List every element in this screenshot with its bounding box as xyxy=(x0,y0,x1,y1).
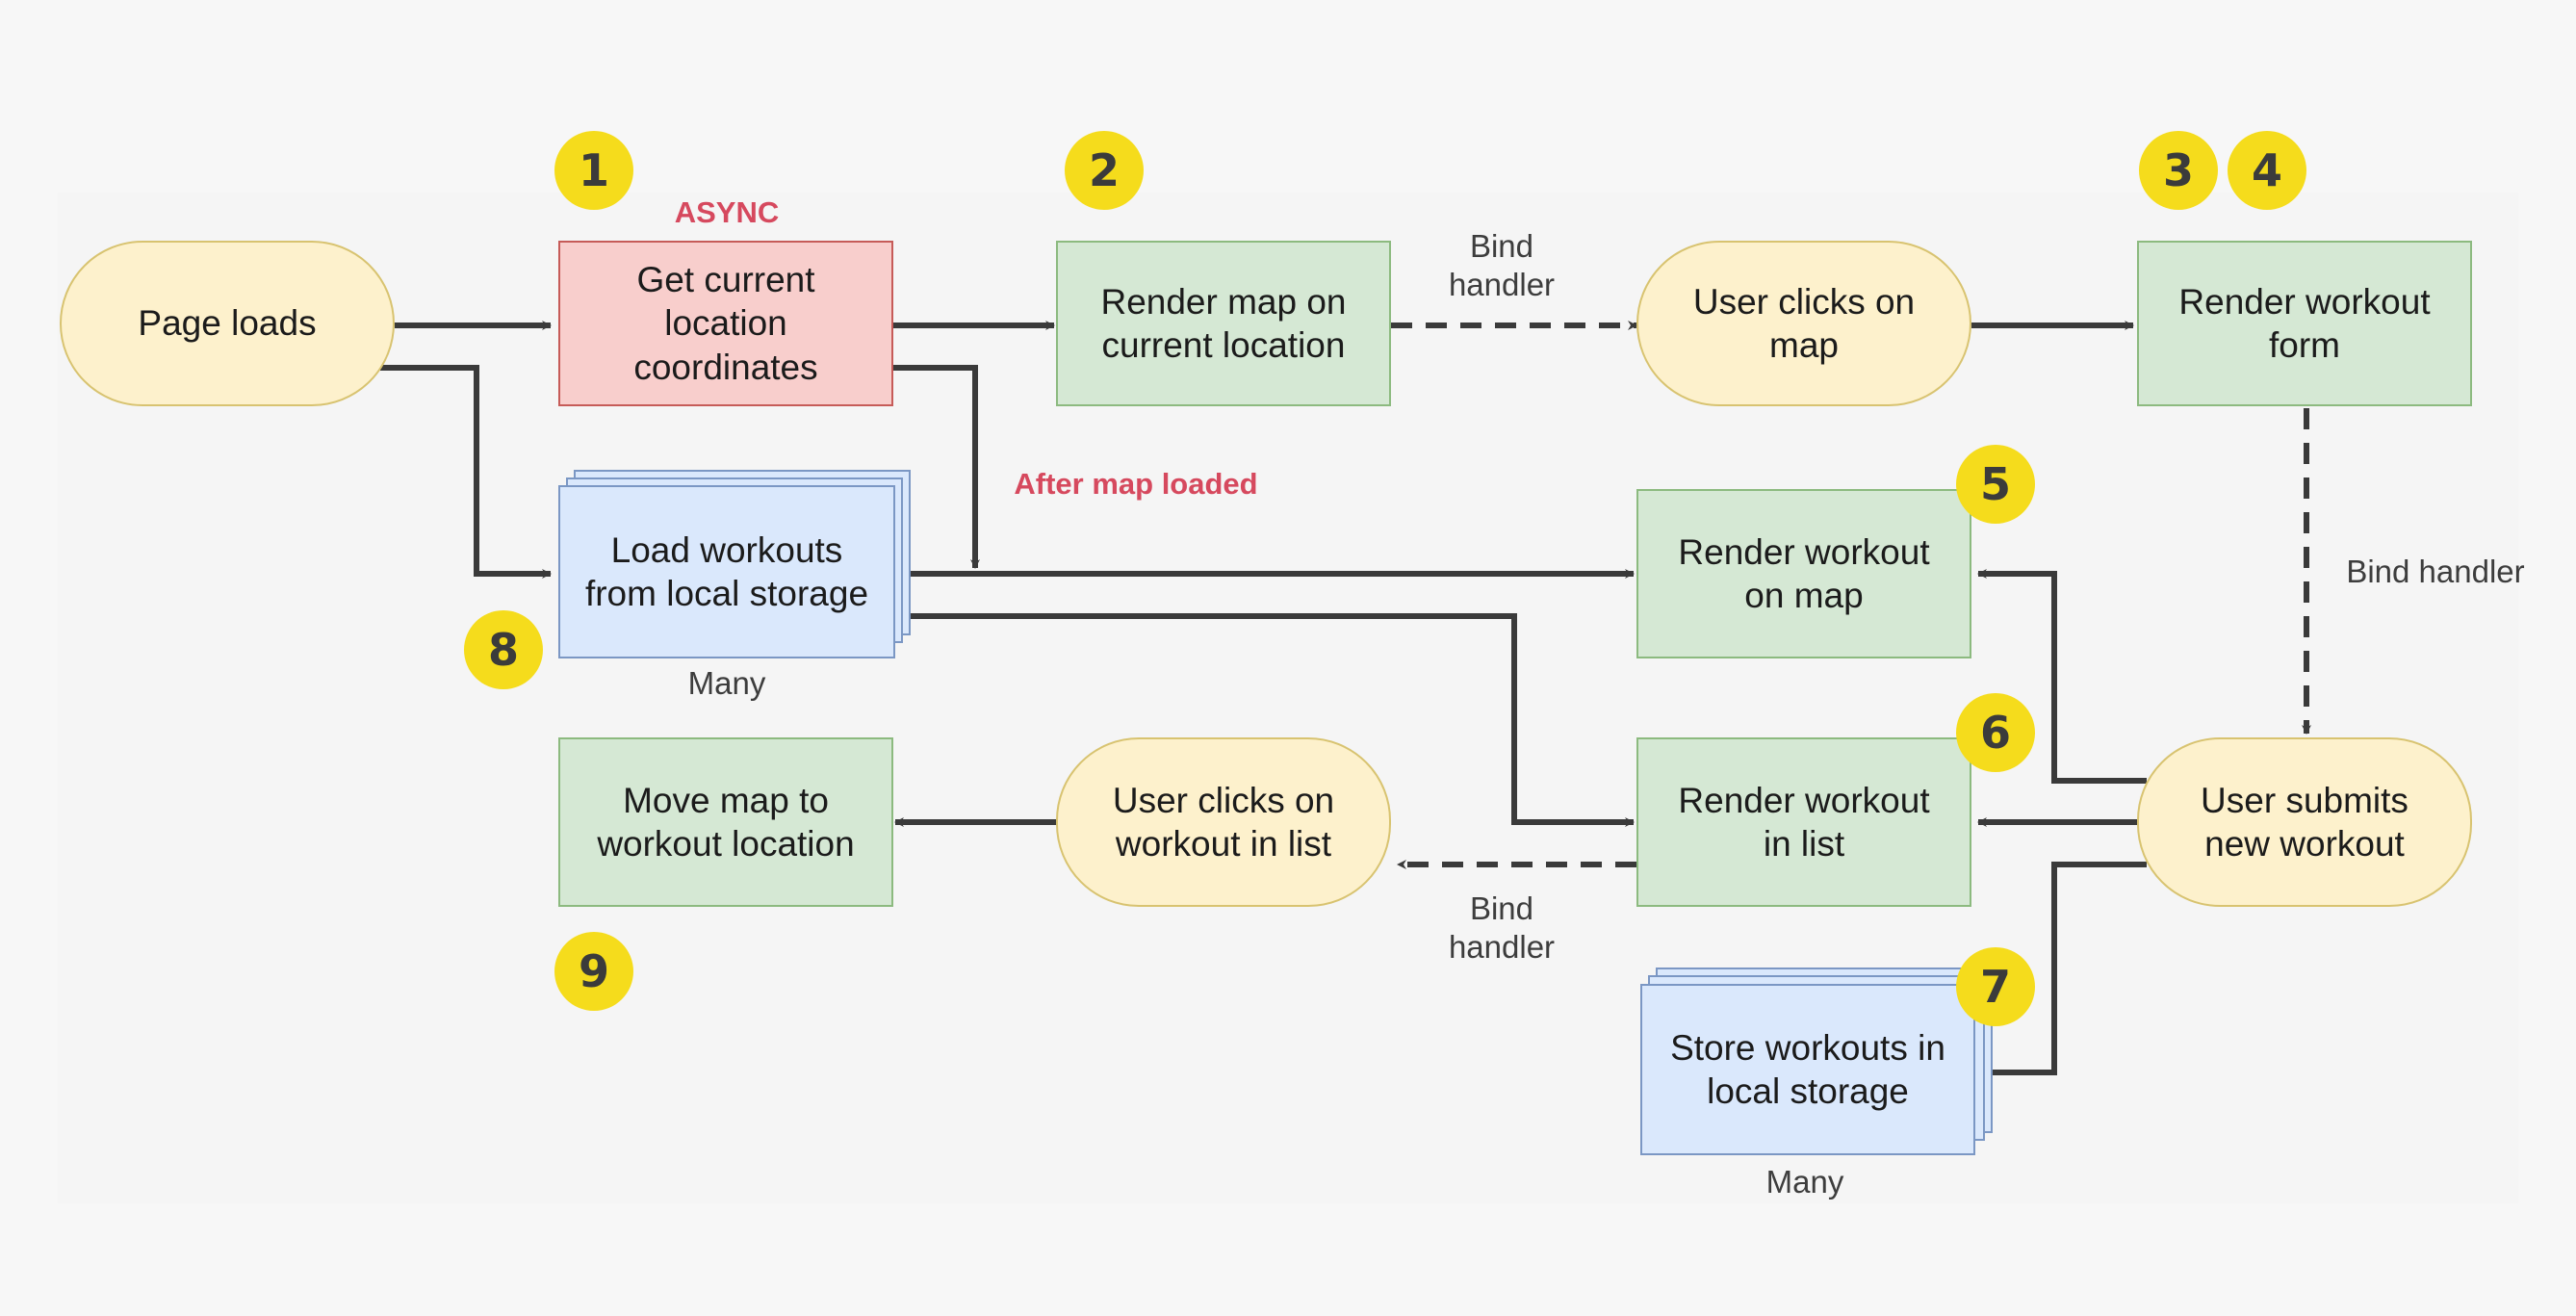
edge-user-submits-to-render-on-map xyxy=(1977,569,2147,784)
node-get-location: Get current location coordinates xyxy=(558,241,893,406)
label-many-store: Many xyxy=(1765,1164,1844,1200)
node-user-submits: User submits new workout xyxy=(2137,737,2472,907)
step-badge: 9 xyxy=(554,932,633,1011)
step-badge: 4 xyxy=(2228,131,2306,210)
step-badge: 1 xyxy=(554,131,633,210)
label-bind-handler-top: Bind handler xyxy=(1448,228,1556,303)
node-render-form: Render workout form xyxy=(2137,241,2472,406)
step-badge: 5 xyxy=(1956,445,2035,524)
step-badge: 6 xyxy=(1956,693,2035,772)
step-badge: 8 xyxy=(464,610,543,689)
node-load-workouts: Load workouts from local storage xyxy=(558,485,895,658)
label-bind-handler-right: Bind handler xyxy=(2346,554,2525,589)
edge-load-workouts-to-render-in-list xyxy=(905,613,1635,827)
edge-get-location-after-map-loaded xyxy=(892,365,980,569)
node-user-clicks-list: User clicks on workout in list xyxy=(1056,737,1391,907)
node-store-workouts: Store workouts in local storage xyxy=(1640,984,1975,1155)
step-badge: 2 xyxy=(1065,131,1144,210)
node-render-workout-map: Render workout on map xyxy=(1636,489,1971,658)
label-many-load: Many xyxy=(687,665,766,701)
label-async: ASYNC xyxy=(674,195,780,229)
node-render-map: Render map on current location xyxy=(1056,241,1391,406)
edge-page-loads-to-load-workouts xyxy=(380,365,552,579)
label-bind-handler-bottom: Bind handler xyxy=(1448,890,1556,966)
node-user-clicks-map: User clicks on map xyxy=(1636,241,1971,406)
label-after-map-loaded: After map loaded xyxy=(1014,467,1258,501)
step-badge: 3 xyxy=(2139,131,2218,210)
step-badge: 7 xyxy=(1956,947,2035,1026)
node-page-loads: Page loads xyxy=(60,241,395,406)
node-move-map: Move map to workout location xyxy=(558,737,893,907)
edge-user-submits-to-store xyxy=(1977,862,2147,1077)
node-render-workout-list: Render workout in list xyxy=(1636,737,1971,907)
